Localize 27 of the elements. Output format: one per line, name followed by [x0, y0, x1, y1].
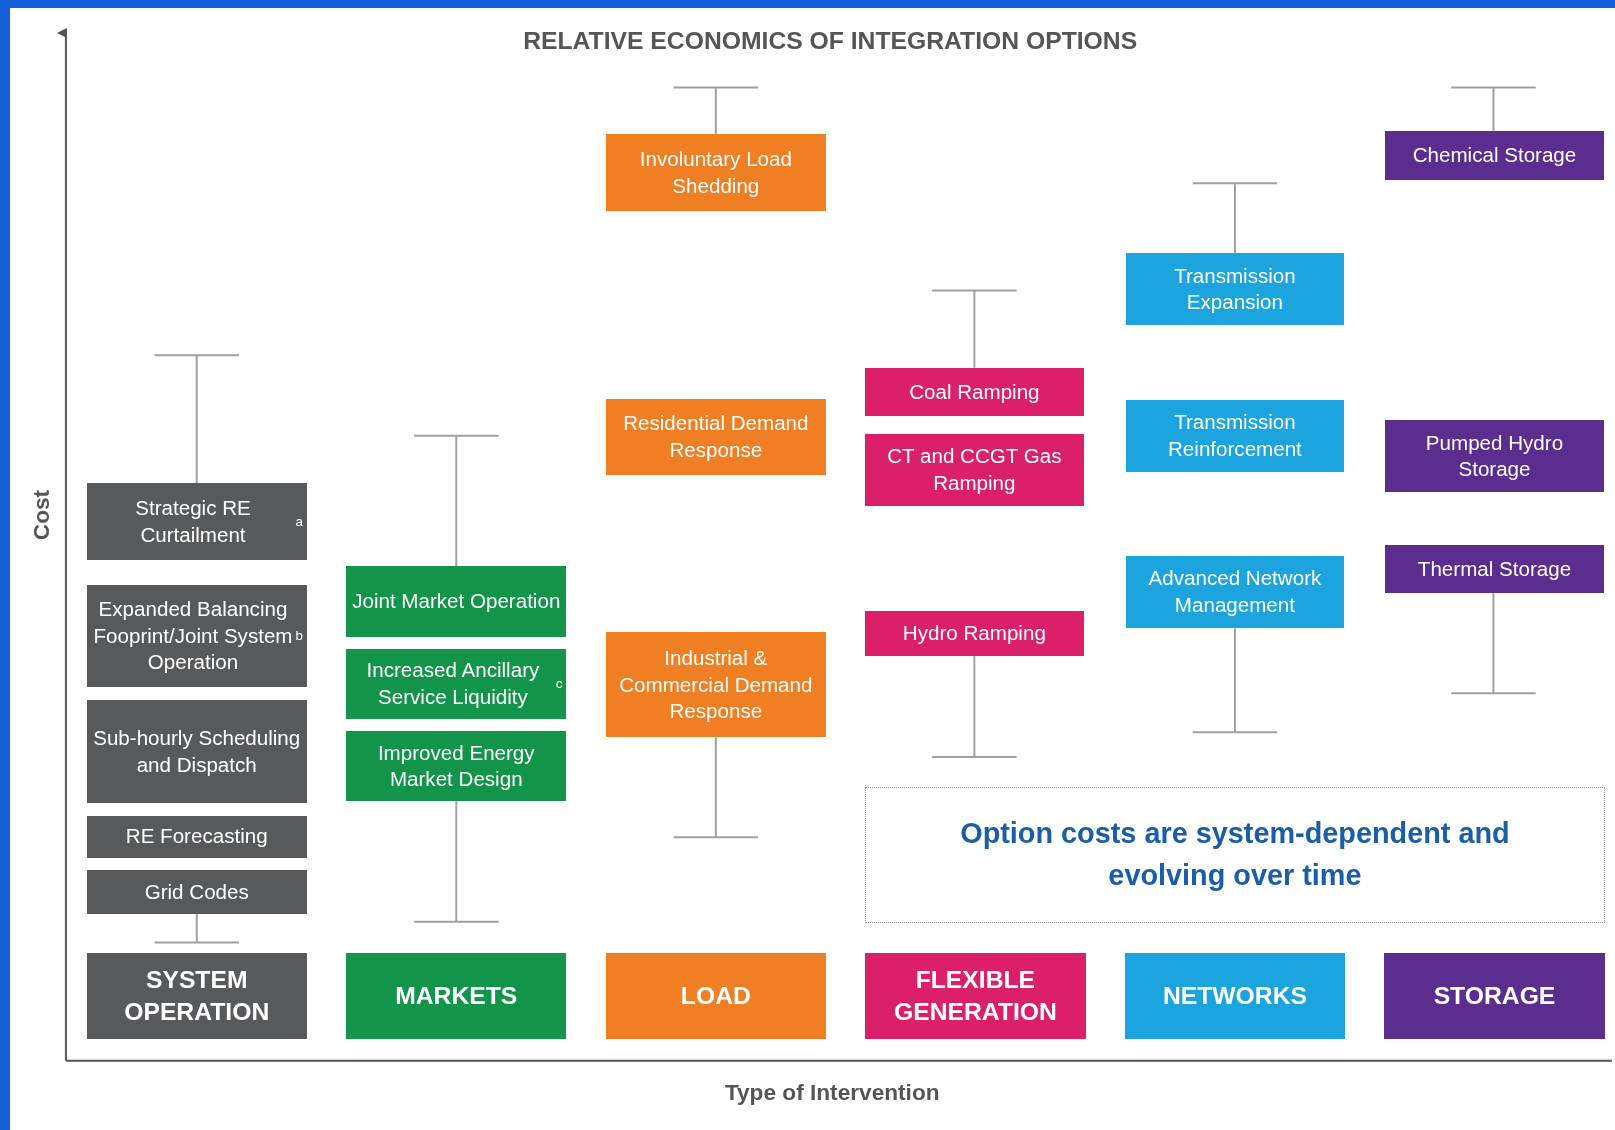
- option-box: RE Forecasting: [86, 815, 307, 858]
- option-box: Industrial & Commercial Demand Response: [605, 632, 827, 738]
- category-box: LOAD: [605, 952, 827, 1040]
- option-box: Coal Ramping: [865, 367, 1084, 417]
- option-box: Pumped Hydro Storage: [1385, 420, 1604, 493]
- option-box: Sub-hourly Scheduling and Dispatch: [86, 700, 307, 804]
- category-box: STORAGE: [1384, 952, 1605, 1040]
- option-box: Joint Market Operation: [346, 566, 567, 637]
- option-box: Hydro Ramping: [865, 610, 1084, 657]
- option-box: Chemical Storage: [1385, 130, 1604, 181]
- axis-label: Type of Intervention: [724, 1078, 940, 1106]
- chart-title: RELATIVE ECONOMICS OF INTEGRATION OPTIONS: [523, 27, 1138, 56]
- category-box: MARKETS: [346, 952, 567, 1040]
- option-box: CT and CCGT Gas Ramping: [865, 433, 1084, 506]
- option-box: Residential Demand Response: [605, 398, 827, 475]
- axis-label: Cost: [27, 489, 55, 541]
- option-box: Transmission Reinforcement: [1125, 399, 1345, 472]
- category-box: SYSTEM OPERATION: [86, 952, 307, 1040]
- option-box: Involuntary Load Shedding: [605, 133, 827, 212]
- option-box: Thermal Storage: [1385, 544, 1604, 594]
- option-box: Grid Codes: [86, 870, 307, 914]
- option-box: Improved Energy Market Design: [346, 731, 567, 802]
- category-box: NETWORKS: [1124, 952, 1346, 1040]
- option-box: Advanced Network Management: [1125, 556, 1345, 629]
- category-box: FLEXIBLE GENERATION: [865, 952, 1086, 1040]
- note-box: Option costs are system-dependent and evolving over time: [865, 786, 1605, 923]
- option-box: Transmission Expansion: [1125, 253, 1345, 326]
